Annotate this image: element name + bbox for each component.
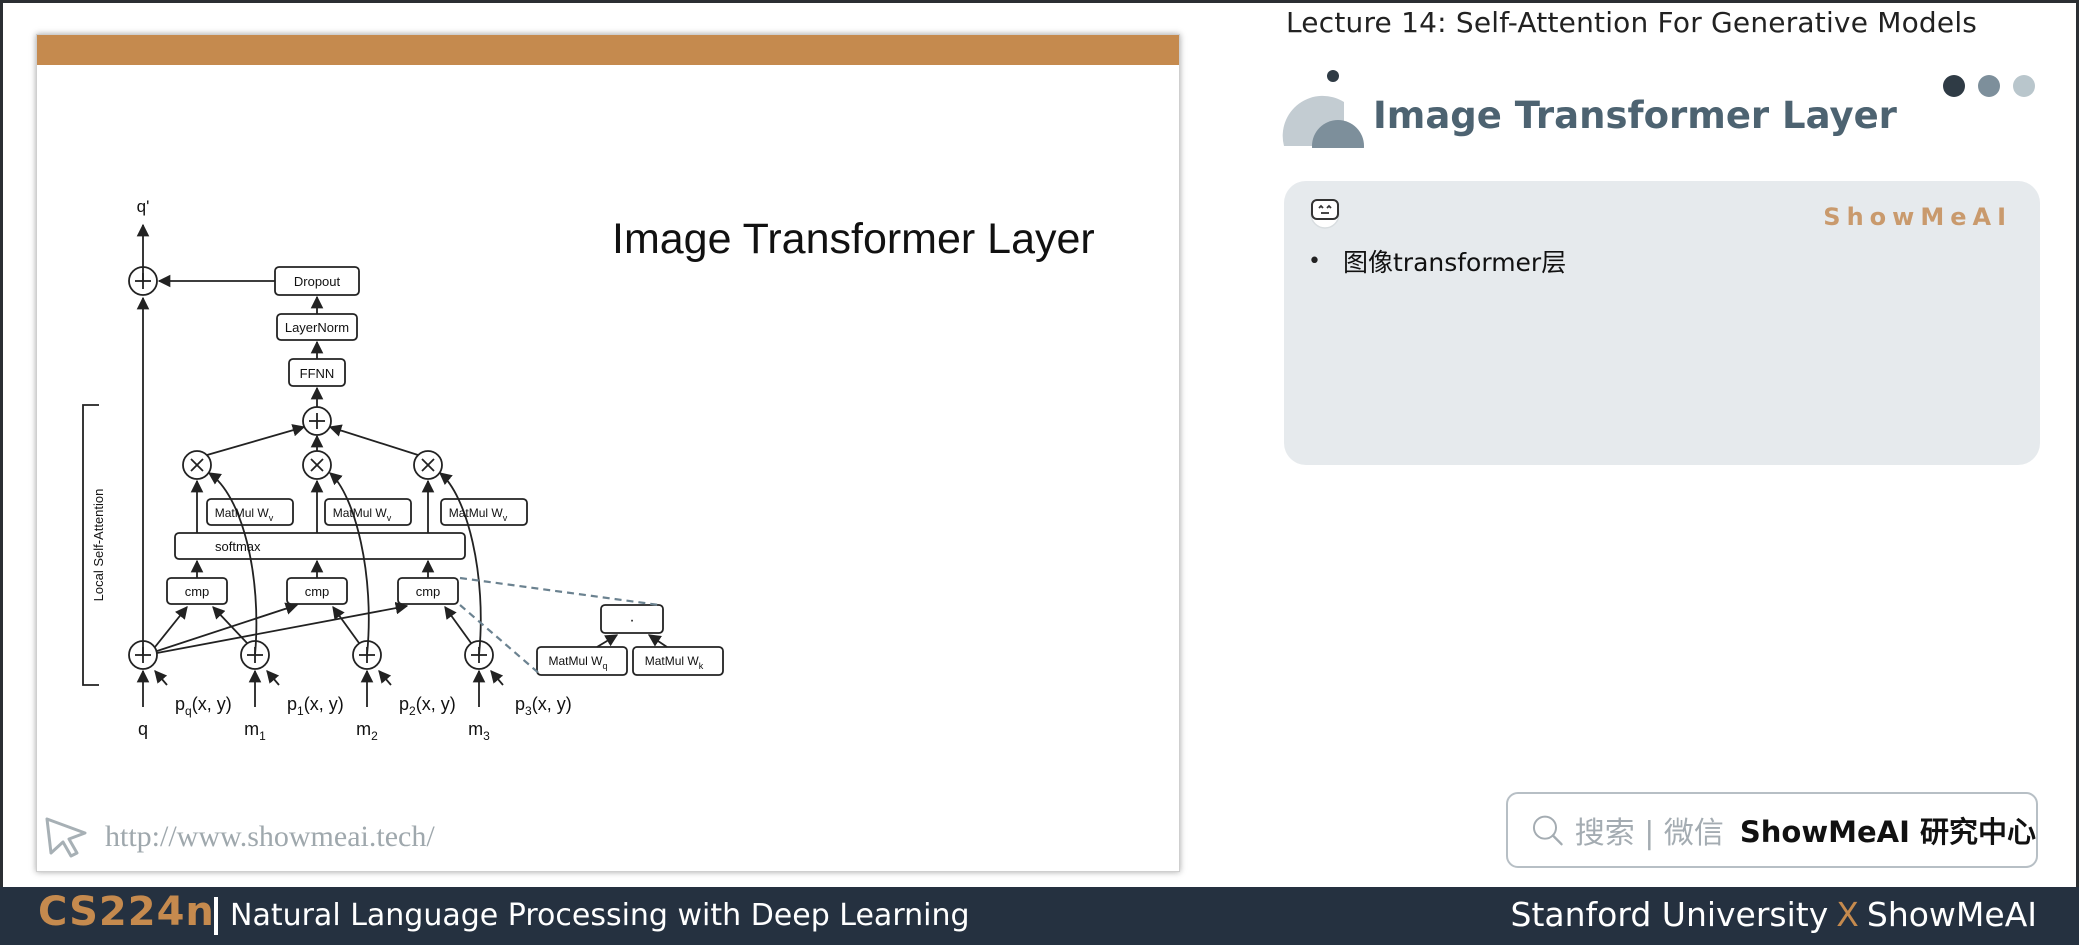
search-box[interactable]: 搜索 | 微信 ShowMeAI 研究中心 xyxy=(1506,792,2038,868)
search-brand: ShowMeAI 研究中心 xyxy=(1739,815,2036,849)
cursor-icon xyxy=(45,817,87,858)
layernorm-label: LayerNorm xyxy=(285,320,349,335)
zoom-line-top xyxy=(459,576,660,607)
bullet-item: • 图像transformer层 xyxy=(1308,243,1566,279)
section-decoration-icon xyxy=(1282,70,1364,148)
matmul-wv-box-2 xyxy=(324,498,412,526)
dot-1 xyxy=(1943,75,1965,97)
matmul-wq-box xyxy=(536,646,628,676)
matmul-wv-label-2: MatMul Wv xyxy=(333,506,392,523)
robot-icon xyxy=(1310,199,1340,229)
softmax-label: softmax xyxy=(215,539,261,554)
input-sum-q xyxy=(128,640,158,670)
dot-label: · xyxy=(629,612,634,629)
dropout-label: Dropout xyxy=(294,274,341,289)
bullet-text: 图像transformer层 xyxy=(1342,248,1567,277)
cmp-label-2: cmp xyxy=(305,584,330,599)
matmul-wv-box-3 xyxy=(440,498,528,526)
matmul-wv-label-3: MatMul Wv xyxy=(449,506,508,523)
dot-product-box xyxy=(600,604,664,634)
slide-panel: Image Transformer Layer xyxy=(36,34,1180,872)
position-label-1: p1(x, y) xyxy=(287,694,344,718)
lecture-title: Lecture 14: Self-Attention For Generativ… xyxy=(1286,6,1978,39)
slide-title: Image Transformer Layer xyxy=(612,215,1095,263)
matmul-wv-label-1: MatMul Wv xyxy=(215,506,274,523)
ffnn-label: FFNN xyxy=(300,366,335,381)
slide-accent-bar xyxy=(37,35,1179,65)
output-sum-node xyxy=(128,266,158,296)
slide-url[interactable]: http://www.showmeai.tech/ xyxy=(105,820,435,853)
image-transformer-diagram: Local Self-Attention q' Dropout LayerNor… xyxy=(82,197,724,743)
local-attention-bracket xyxy=(82,404,99,686)
dropout-box xyxy=(274,266,360,296)
input-sum-m3 xyxy=(464,640,494,670)
position-label-2: p2(x, y) xyxy=(399,694,456,718)
matmul-wq-label: MatMul Wq xyxy=(548,654,607,671)
search-icon xyxy=(1532,815,1563,846)
zoom-line-bottom xyxy=(459,604,542,676)
matmul-wk-box xyxy=(632,646,724,676)
url-row: http://www.showmeai.tech/ xyxy=(41,813,435,861)
course-code: CS224n xyxy=(38,889,215,935)
matmul-wv-box-1 xyxy=(206,498,294,526)
footer: CS224n Natural Language Processing with … xyxy=(0,887,2079,945)
layernorm-box xyxy=(276,313,358,341)
matmul-wk-label: MatMul Wk xyxy=(645,654,704,671)
side-label: Local Self-Attention xyxy=(91,489,106,602)
multiply-node-1 xyxy=(182,450,212,480)
bullet-dot: • xyxy=(1308,248,1321,274)
footer-left-org: Stanford University xyxy=(1510,895,1829,934)
ffnn-box xyxy=(288,358,346,387)
course-separator xyxy=(214,897,218,935)
dot-2 xyxy=(1978,75,2000,97)
course-name: Natural Language Processing with Deep Le… xyxy=(230,898,970,933)
input-label-m3: m3 xyxy=(468,719,490,743)
softmax-box xyxy=(174,532,466,560)
input-sum-m2 xyxy=(352,640,382,670)
dot-3 xyxy=(2013,75,2035,97)
footer-x: X xyxy=(1836,895,1859,934)
footer-right-org: ShowMeAI xyxy=(1866,895,2037,934)
search-label: 搜索 | 微信 xyxy=(1574,816,1724,851)
input-sum-m1 xyxy=(240,640,270,670)
input-label-q: q xyxy=(138,719,148,739)
note-card: ShowMeAI • 图像transformer层 xyxy=(1284,181,2040,465)
output-label: q' xyxy=(137,197,150,216)
card-brand: ShowMeAI xyxy=(1823,203,2012,231)
section-title: Image Transformer Layer xyxy=(1373,94,1897,137)
input-label-m2: m2 xyxy=(356,719,378,743)
cmp-label-1: cmp xyxy=(185,584,210,599)
position-label-q: pq(x, y) xyxy=(175,694,232,718)
input-label-m1: m1 xyxy=(244,719,266,743)
multiply-node-3 xyxy=(413,450,443,480)
slide-dots xyxy=(1943,75,2035,97)
position-label-3: p3(x, y) xyxy=(515,694,572,718)
cmp-label-3: cmp xyxy=(416,584,441,599)
